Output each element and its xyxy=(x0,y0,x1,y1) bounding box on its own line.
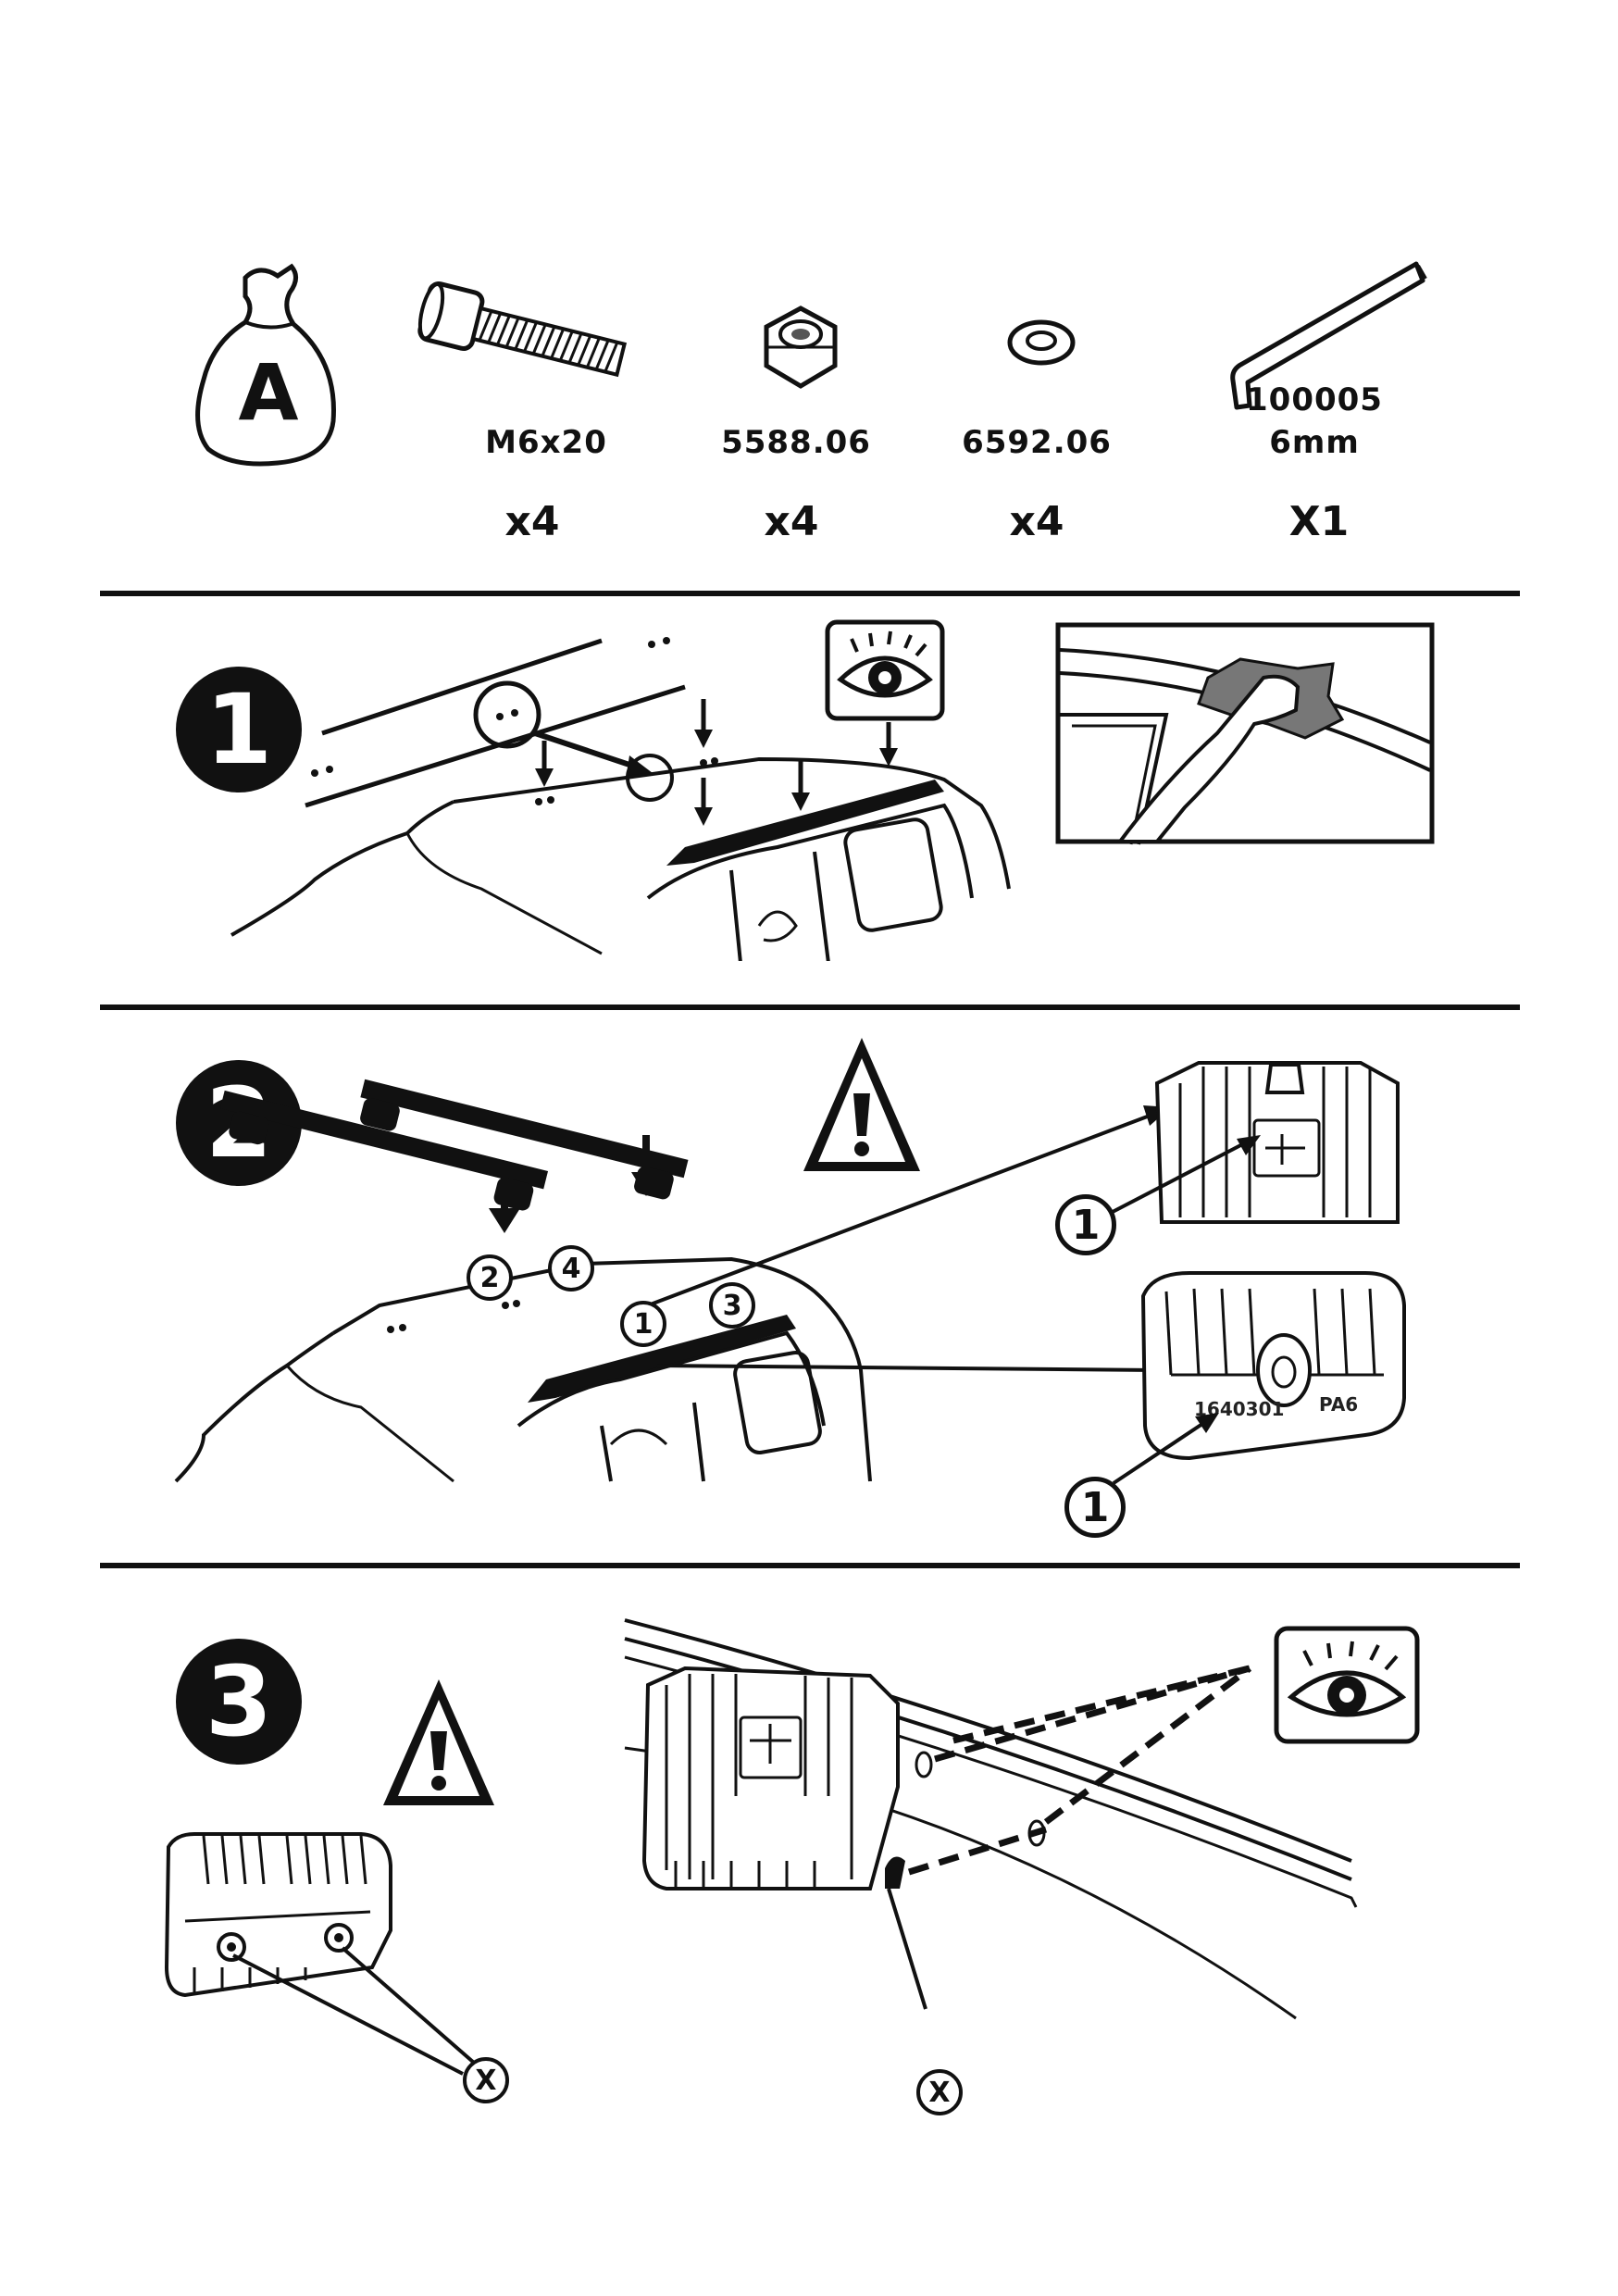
step-2-callout-1: 1 xyxy=(620,1301,666,1347)
divider-3 xyxy=(100,1563,1520,1568)
step-2-callout-2: 2 xyxy=(467,1254,513,1301)
foot-pad-side-illustration xyxy=(164,1832,392,1998)
parts-bag-icon xyxy=(195,263,336,467)
step-2-callout-lower-pad: 1 xyxy=(1064,1477,1126,1538)
warning-triangle-icon xyxy=(803,1038,920,1171)
leader-line-upper xyxy=(1110,1135,1261,1215)
step-3-callout-x-right: X xyxy=(916,2069,963,2115)
allen-key-qty: X1 xyxy=(1288,498,1350,545)
step-3-callout-x-left: X xyxy=(463,2057,509,2103)
nut-icon xyxy=(764,306,838,389)
step-2-callout-upper-pad: 1 xyxy=(1055,1194,1116,1255)
warning-triangle-icon xyxy=(383,1679,494,1805)
divider-2 xyxy=(100,1004,1520,1010)
allen-key-size-label: 6mm xyxy=(1269,424,1360,461)
foot-pad-lower-illustration xyxy=(1140,1271,1406,1461)
step-2-bars-and-car-illustration xyxy=(174,1079,1176,1483)
allen-key-code-label: 100005 xyxy=(1246,381,1383,418)
bolt-qty: x4 xyxy=(504,498,560,545)
step-2-callout-4: 4 xyxy=(548,1245,594,1292)
step-3-rail-mounted-pad-illustration xyxy=(624,1618,1358,2020)
bolt-icon xyxy=(417,281,628,378)
step-3-number: 3 xyxy=(176,1639,302,1765)
washer-icon xyxy=(1007,319,1076,366)
washer-qty: x4 xyxy=(1009,498,1064,545)
leader-line-lower xyxy=(1112,1413,1219,1485)
inspect-eye-icon xyxy=(825,619,945,721)
washer-code-label: 6592.06 xyxy=(962,424,1112,461)
bag-letter: A xyxy=(238,347,299,438)
inspect-eye-icon xyxy=(1274,1626,1420,1744)
leader-lines-side-pad xyxy=(232,1946,476,2076)
divider-1 xyxy=(100,591,1520,596)
foot-pad-upper-illustration xyxy=(1154,1061,1400,1224)
nut-code-label: 5588.06 xyxy=(721,424,871,461)
step-1-rails-illustration xyxy=(230,637,1011,965)
clean-roof-illustration xyxy=(1055,622,1435,845)
step-2-callout-3: 3 xyxy=(709,1282,755,1329)
foot-pad-material: PA6 xyxy=(1319,1393,1359,1416)
allen-key-icon xyxy=(1230,261,1427,410)
bolt-code-label: M6x20 xyxy=(485,424,607,461)
nut-qty: x4 xyxy=(764,498,819,545)
step-1-number: 1 xyxy=(176,667,302,792)
